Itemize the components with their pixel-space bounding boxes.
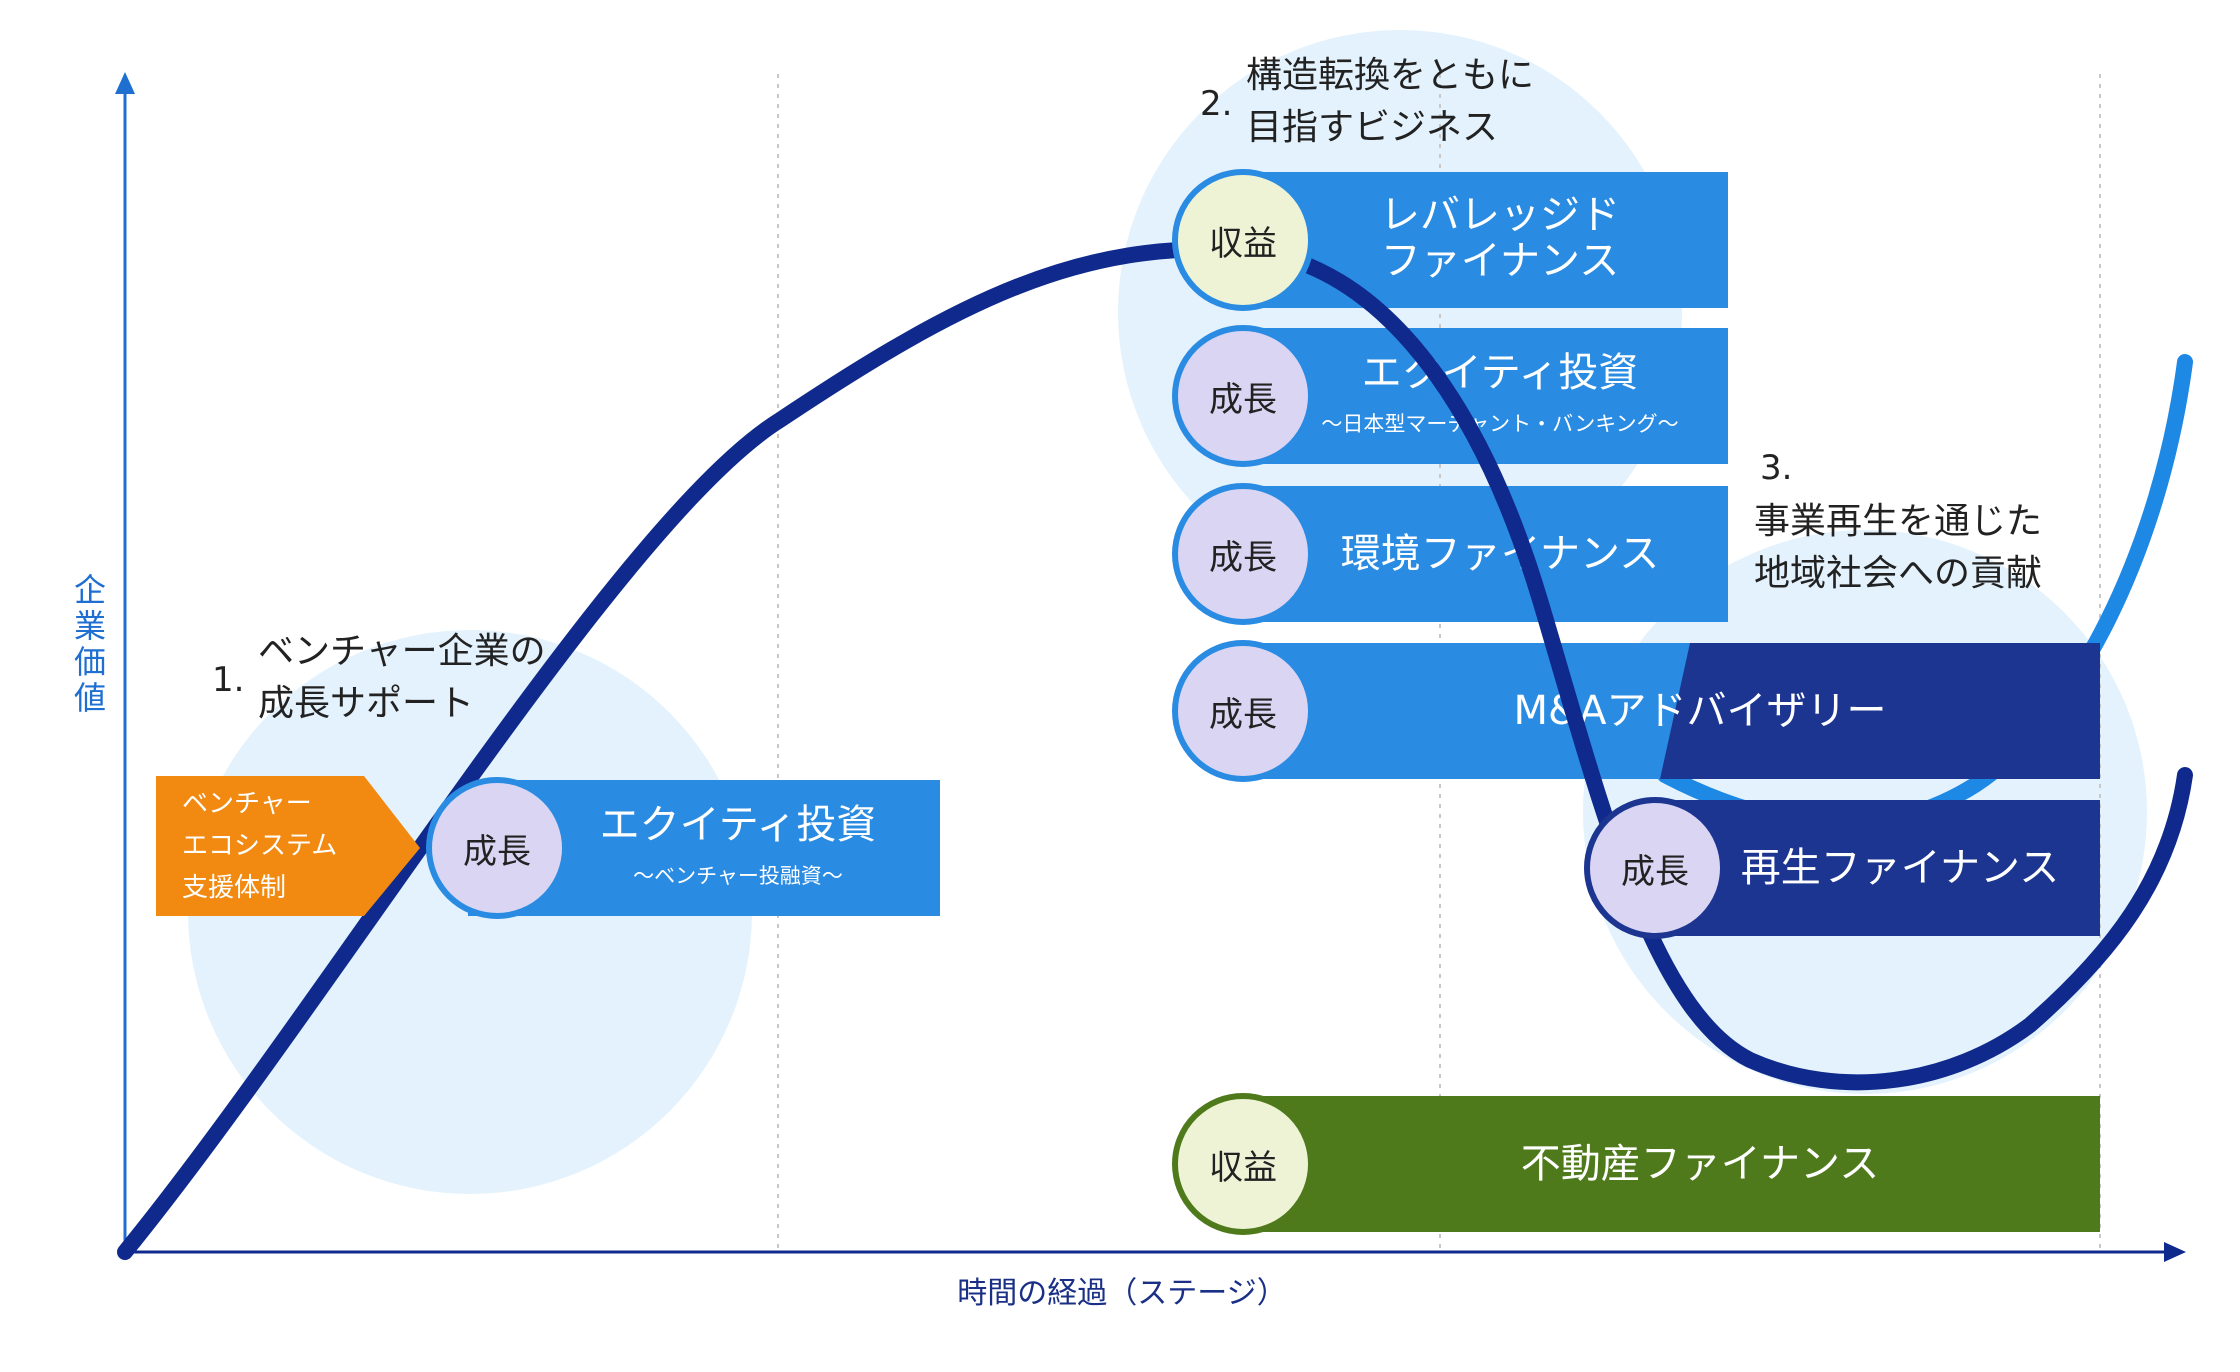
venture-tag-arrow [156, 776, 420, 916]
stage-3-title-line-1: 事業再生を通じた [1754, 501, 2043, 542]
stage-1-number: 1. [212, 660, 245, 700]
y-axis-arrow [115, 72, 135, 94]
service-title-line-1: レバレッジド [1380, 192, 1620, 238]
badge-growth: 成長 [1584, 797, 1726, 939]
stage-2-title-line-2: 目指すビジネス [1246, 107, 1499, 148]
service-title: M&Aアドバイザリー [1513, 688, 1887, 734]
stage-3-number: 3. [1760, 448, 1793, 488]
service-title-line-2: ファイナンス [1380, 238, 1620, 284]
service-title: 環境ファイナンス [1340, 531, 1660, 577]
service-subtitle: ～日本型マーチャント・バンキング～ [1321, 412, 1679, 436]
badge-profit: 収益 [1172, 1093, 1314, 1235]
stage-2-number: 2. [1200, 84, 1233, 124]
service-subtitle: ～ベンチャー投融資～ [633, 864, 843, 888]
badge-growth: 成長 [426, 777, 568, 919]
service-box-real-estate-finance[interactable]: 不動産ファイナンス [1240, 1096, 2100, 1232]
venture-tag-line-1: ベンチャー [182, 789, 312, 819]
service-title: エクイティ投資 [1361, 350, 1639, 396]
service-title: 不動産ファイナンス [1520, 1141, 1880, 1187]
badge-growth: 成長 [1172, 325, 1314, 467]
stage-2-title-line-1: 構造転換をともに [1246, 55, 1535, 96]
badge-growth: 成長 [1172, 640, 1314, 782]
x-axis-label: 時間の経過（ステージ） [957, 1276, 1287, 1311]
stage-1-title-line-1: ベンチャー企業の [258, 631, 546, 672]
venture-tag-line-2: エコシステム [182, 831, 338, 861]
x-axis-arrow [2164, 1242, 2186, 1262]
stage-1-title-line-2: 成長サポート [258, 683, 475, 724]
badge-profit: 収益 [1172, 169, 1314, 311]
venture-ecosystem-tag-shape [156, 776, 420, 916]
badge-growth: 成長 [1172, 483, 1314, 625]
service-title: エクイティ投資 [599, 802, 877, 848]
y-axis-label: 企業価値 [73, 571, 106, 717]
venture-tag-line-3: 支援体制 [182, 873, 287, 903]
service-box-ma-advisory[interactable]: M&Aアドバイザリー [1240, 643, 2100, 779]
stage-3-title-line-2: 地域社会への貢献 [1754, 553, 2043, 594]
service-title: 再生ファイナンス [1740, 845, 2060, 891]
